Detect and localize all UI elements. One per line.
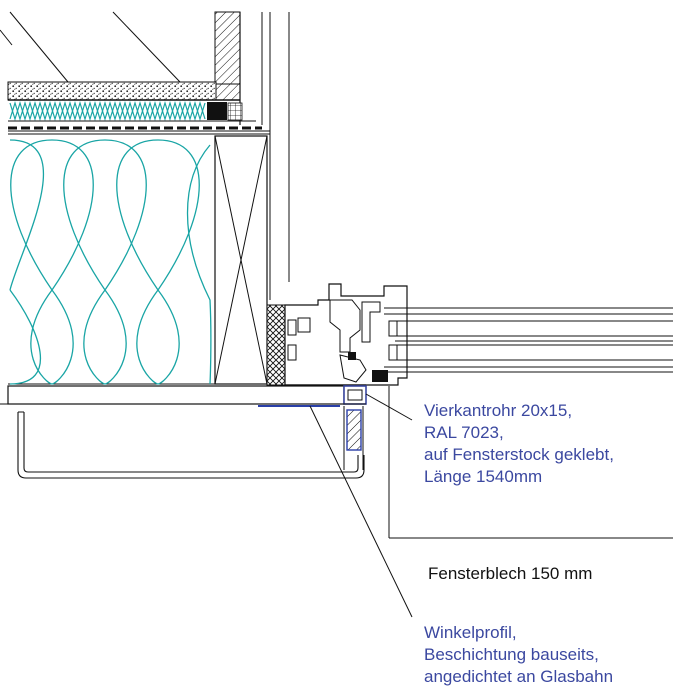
- annotation-line: auf Fensterstock geklebt,: [424, 445, 614, 464]
- screed-layer: [7, 81, 241, 101]
- timber-beam: [214, 135, 268, 385]
- thin-insulation-strip: [8, 100, 256, 122]
- upper-structure: [0, 11, 290, 300]
- annotation-line: Fensterblech 150 mm: [428, 564, 593, 583]
- annotation-line: angedichtet an Glasbahn: [424, 667, 614, 686]
- annotation-winkelprofil: Winkelprofil, Beschichtung bauseits, ang…: [424, 622, 613, 688]
- glazing: [384, 307, 673, 373]
- leader-lines: [309, 393, 413, 618]
- window-frame: [266, 283, 408, 386]
- annotation-vierkantrohr: Vierkantrohr 20x15, RAL 7023, auf Fenste…: [424, 400, 614, 488]
- membrane-layer: [8, 126, 270, 135]
- window-sill: [0, 385, 673, 539]
- annotation-line: Länge 1540mm: [424, 467, 543, 486]
- main-insulation: [8, 139, 270, 385]
- annotation-fensterblech: Fensterblech 150 mm: [428, 563, 592, 585]
- annotation-line: Vierkantrohr 20x15,: [424, 401, 573, 420]
- annotation-line: RAL 7023,: [424, 423, 504, 442]
- annotation-line: Winkelprofil,: [424, 623, 517, 642]
- annotation-line: Beschichtung bauseits,: [424, 645, 599, 664]
